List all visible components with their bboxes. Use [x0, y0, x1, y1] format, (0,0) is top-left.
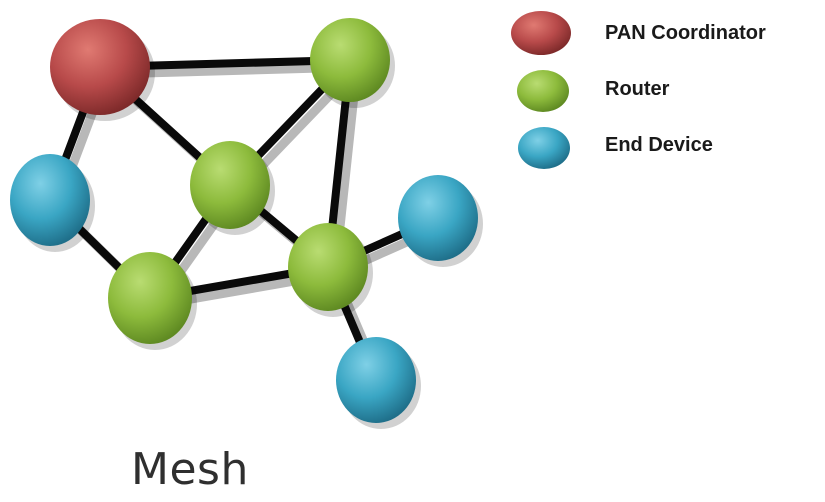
node-body-end-device-bottom [336, 337, 416, 423]
node-router-top-right [310, 18, 395, 108]
legend-label-coordinator: PAN Coordinator [605, 22, 766, 44]
legend-label-end-device: End Device [605, 134, 713, 156]
node-router-bottom-left [108, 252, 197, 350]
legend-item-end-device: End Device [510, 124, 820, 174]
router-swatch [517, 70, 569, 112]
legend-item-router: Router [510, 68, 820, 118]
node-body-end-device-left [10, 154, 90, 246]
node-body-router-center [190, 141, 270, 229]
coordinator-swatch [511, 11, 571, 55]
node-end-device-bottom [336, 337, 421, 429]
node-body-router-right [288, 223, 368, 311]
node-body-end-device-right [398, 175, 478, 261]
node-router-center [190, 141, 275, 235]
node-router-right [288, 223, 373, 317]
node-body-router-bottom-left [108, 252, 192, 344]
legend-item-coordinator: PAN Coordinator [510, 8, 820, 58]
node-coordinator [50, 19, 155, 121]
node-end-device-left [10, 154, 95, 252]
end-device-swatch [518, 127, 570, 169]
legend: PAN Coordinator Router End Device [510, 0, 820, 180]
node-end-device-right [398, 175, 483, 267]
node-body-router-top-right [310, 18, 390, 102]
diagram-caption: Mesh [131, 444, 249, 495]
node-body-coordinator [50, 19, 150, 115]
nodes-layer [10, 18, 483, 429]
legend-label-router: Router [605, 78, 670, 100]
